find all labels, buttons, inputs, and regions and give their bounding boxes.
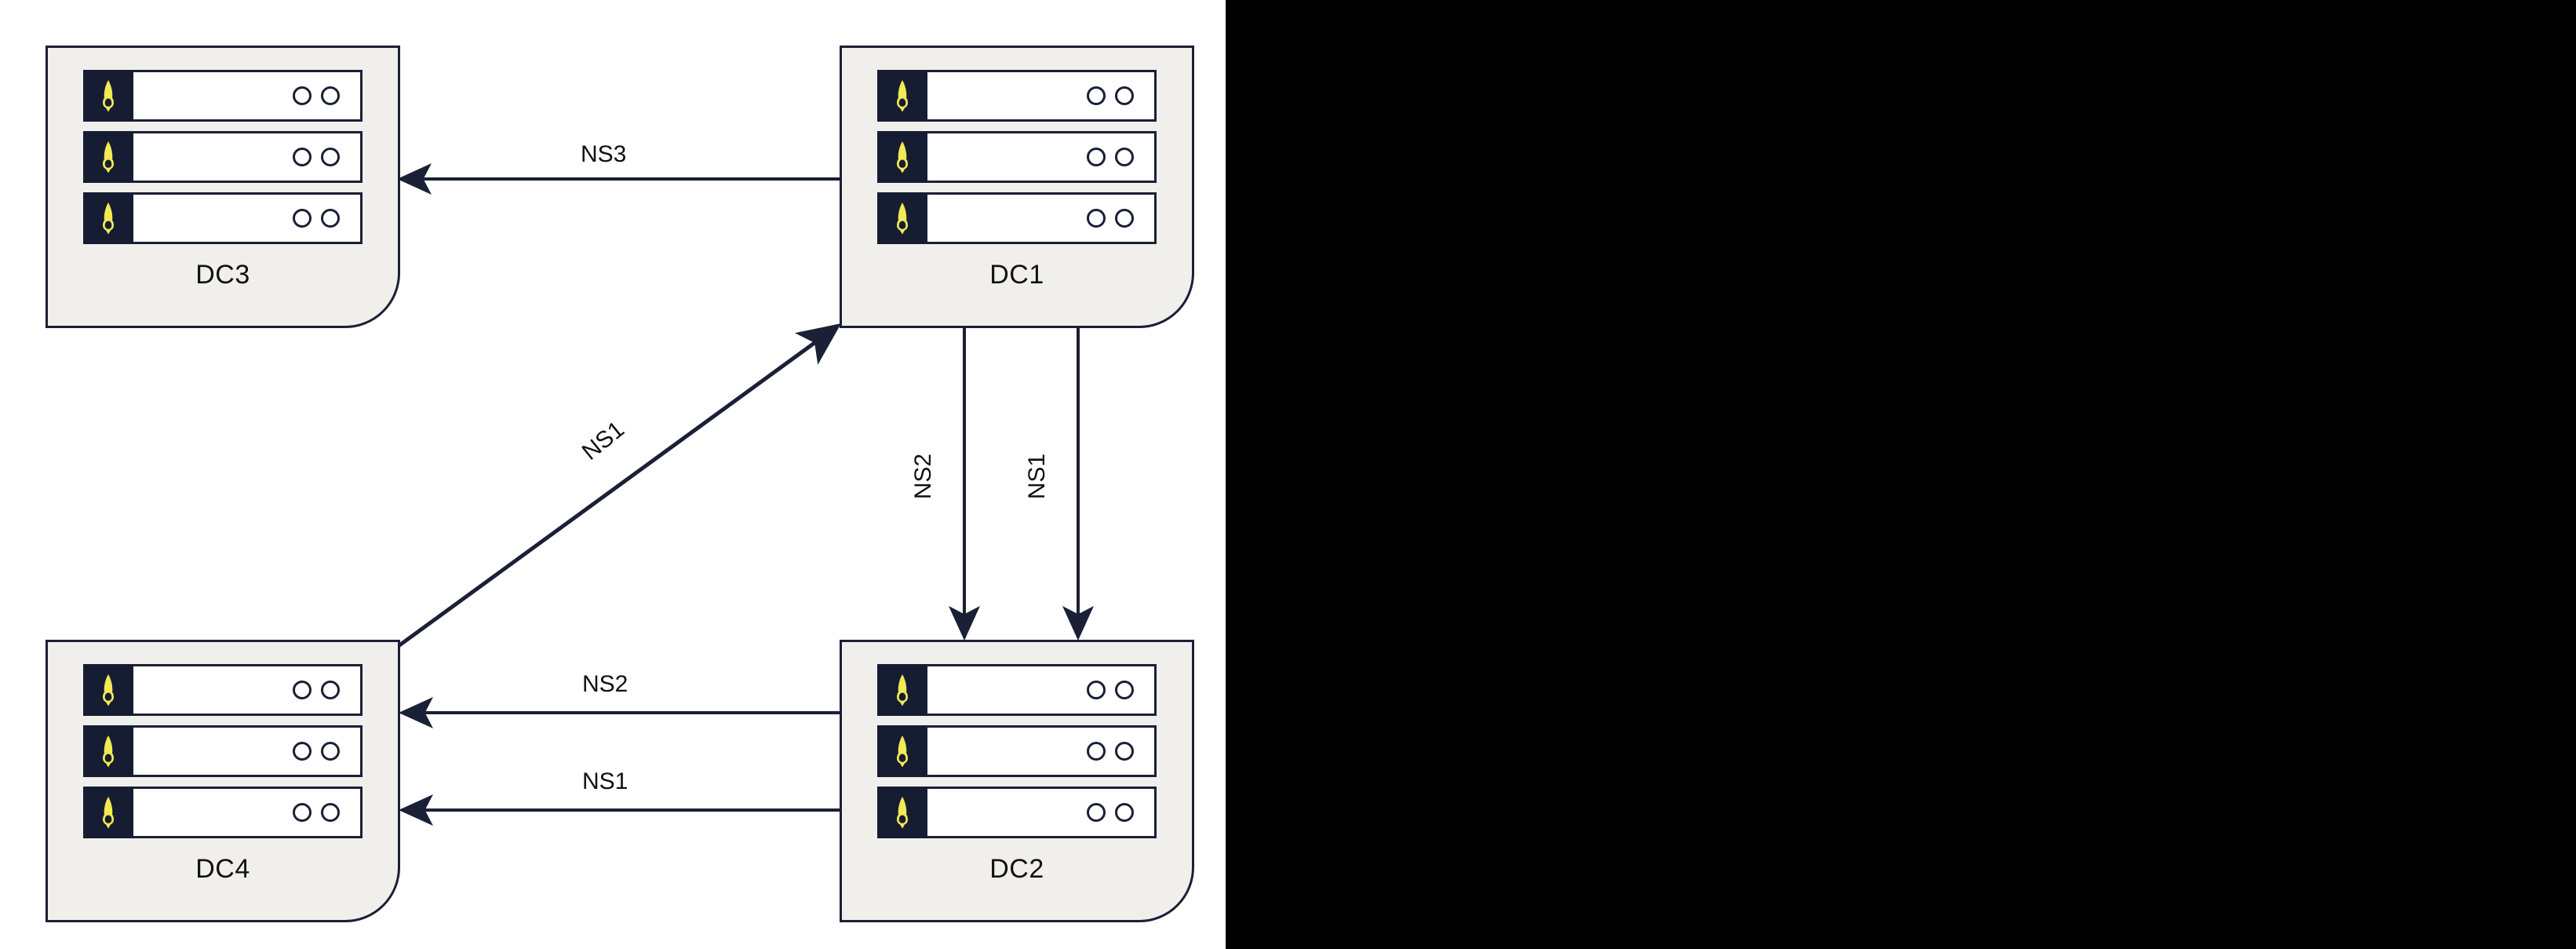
- server-row[interactable]: [877, 131, 1157, 183]
- rocket-icon: [877, 725, 927, 777]
- link-ns1-dc4-dc1: [395, 323, 842, 650]
- edge-label-ns2-bottom: NS2: [582, 671, 629, 697]
- server-rack-dc3: [83, 70, 363, 244]
- server-body: [133, 666, 360, 714]
- status-led: [1087, 742, 1106, 761]
- node-label-dc4: DC4: [195, 854, 250, 884]
- rocket-icon: [877, 192, 927, 244]
- rocket-icon: [83, 787, 133, 838]
- status-led: [1087, 803, 1106, 822]
- rocket-icon: [877, 787, 927, 838]
- server-body: [133, 133, 360, 181]
- server-body: [927, 666, 1154, 714]
- datacenter-node-dc1[interactable]: DC1: [840, 46, 1194, 328]
- status-led: [1087, 209, 1106, 228]
- rocket-icon: [877, 131, 927, 183]
- server-rack-dc1: [877, 70, 1157, 244]
- status-led: [1087, 86, 1106, 105]
- status-led: [1087, 148, 1106, 166]
- status-led: [293, 209, 312, 228]
- rocket-icon: [877, 70, 927, 122]
- rocket-icon: [83, 664, 133, 716]
- server-row[interactable]: [877, 664, 1157, 716]
- edge-label-ns1-vertical: NS1: [1024, 453, 1051, 500]
- status-led: [1115, 148, 1134, 166]
- status-led: [321, 681, 340, 699]
- rocket-icon: [83, 725, 133, 777]
- node-label-dc3: DC3: [195, 260, 250, 290]
- status-led: [293, 803, 312, 822]
- server-row[interactable]: [877, 192, 1157, 244]
- server-body: [927, 72, 1154, 119]
- status-led: [293, 148, 312, 166]
- status-led: [1087, 681, 1106, 699]
- server-row[interactable]: [83, 725, 363, 777]
- edge-label-ns3: NS3: [581, 141, 627, 167]
- server-body: [927, 133, 1154, 181]
- datacenter-node-dc2[interactable]: DC2: [840, 640, 1194, 922]
- rocket-icon: [83, 192, 133, 244]
- server-body: [133, 789, 360, 836]
- edge-label-ns1-bottom: NS1: [582, 768, 629, 794]
- server-row[interactable]: [877, 787, 1157, 838]
- server-body: [133, 195, 360, 242]
- link-layer: [395, 163, 1094, 826]
- node-label-dc1: DC1: [989, 260, 1044, 290]
- rocket-icon: [877, 664, 927, 716]
- rocket-icon: [83, 70, 133, 122]
- status-led: [1115, 742, 1134, 761]
- diagram-drawing-area: NS3 NS1 NS2 NS1 NS2 NS1: [0, 0, 1226, 949]
- server-row[interactable]: [83, 664, 363, 716]
- server-body: [133, 728, 360, 775]
- status-led: [1115, 803, 1134, 822]
- server-rack-dc2: [877, 664, 1157, 838]
- status-led: [293, 681, 312, 699]
- datacenter-node-dc4[interactable]: DC4: [46, 640, 400, 922]
- server-rack-dc4: [83, 664, 363, 838]
- status-led: [1115, 86, 1134, 105]
- status-led: [1115, 681, 1134, 699]
- status-led: [293, 742, 312, 761]
- server-body: [927, 789, 1154, 836]
- status-led: [293, 86, 312, 105]
- edge-label-ns2-vertical: NS2: [910, 453, 937, 500]
- status-led: [1115, 209, 1134, 228]
- status-led: [321, 148, 340, 166]
- status-led: [321, 209, 340, 228]
- server-row[interactable]: [83, 70, 363, 122]
- server-row[interactable]: [83, 787, 363, 838]
- server-row[interactable]: [877, 725, 1157, 777]
- server-body: [133, 72, 360, 119]
- server-body: [927, 728, 1154, 775]
- status-led: [321, 742, 340, 761]
- status-led: [321, 803, 340, 822]
- blank-black-panel: [1226, 0, 2576, 949]
- server-body: [927, 195, 1154, 242]
- node-label-dc2: DC2: [989, 854, 1044, 884]
- status-led: [321, 86, 340, 105]
- server-row[interactable]: [83, 131, 363, 183]
- server-row[interactable]: [877, 70, 1157, 122]
- rocket-icon: [83, 131, 133, 183]
- server-row[interactable]: [83, 192, 363, 244]
- datacenter-node-dc3[interactable]: DC3: [46, 46, 400, 328]
